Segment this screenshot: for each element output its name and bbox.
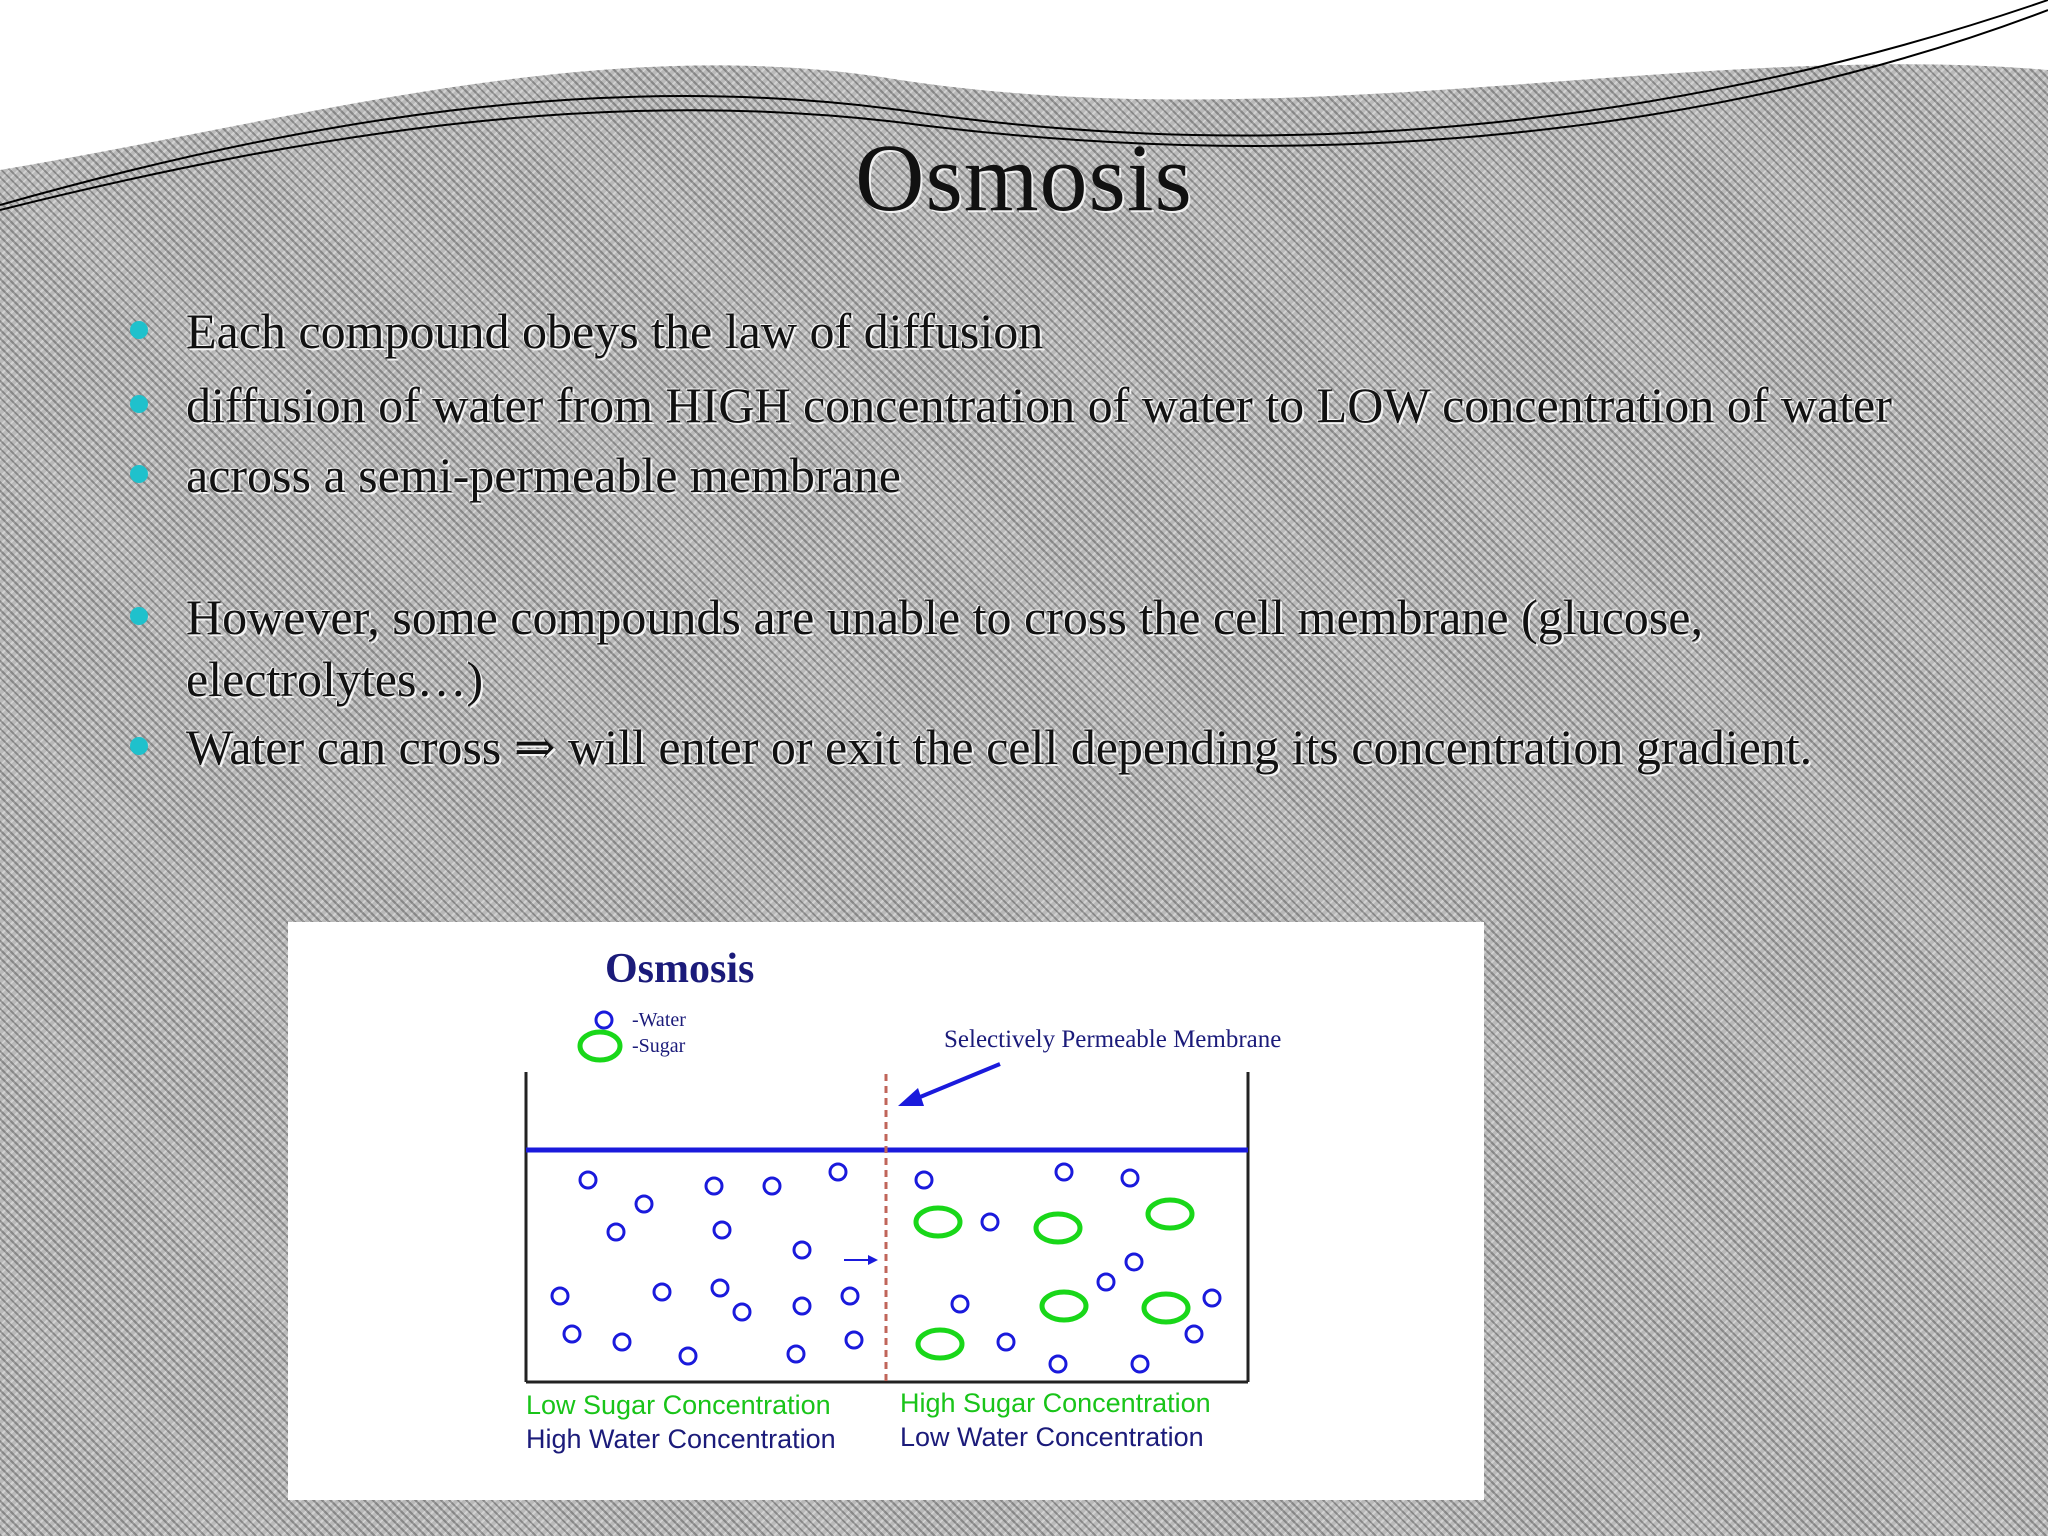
water-molecule-icon: [1202, 1288, 1222, 1308]
legend-water-icon: [594, 1010, 614, 1030]
water-molecule-icon: [792, 1296, 812, 1316]
bullet-item: Each compound obeys the law of diffusion: [130, 300, 1960, 362]
wave-line-1: [0, 0, 2048, 206]
water-molecule-icon: [652, 1282, 672, 1302]
bullet-item: diffusion of water from HIGH concentrati…: [130, 374, 1960, 436]
membrane-arrowhead: [898, 1088, 924, 1106]
water-molecule-icon: [634, 1194, 654, 1214]
membrane-arrow: [907, 1062, 1001, 1104]
water-molecule-icon: [1048, 1354, 1068, 1374]
water-molecule-icon: [840, 1286, 860, 1306]
membrane-label: Selectively Permeable Membrane: [944, 1026, 1281, 1053]
diagram-title: Osmosis: [605, 946, 754, 992]
water-molecule-icon: [704, 1176, 724, 1196]
water-molecule-icon: [1124, 1252, 1144, 1272]
sugar-molecule-icon: [1033, 1211, 1083, 1245]
sugar-molecule-icon: [913, 1205, 963, 1239]
water-molecule-icon: [612, 1332, 632, 1352]
water-molecule-icon: [844, 1330, 864, 1350]
bullet-text: Each compound obeys the law of diffusion: [186, 303, 1044, 359]
bullet-text: across a semi-permeable membrane: [186, 447, 901, 503]
water-molecule-icon: [1096, 1272, 1116, 1292]
water-molecule-icon: [578, 1170, 598, 1190]
legend-sugar-icon: [577, 1029, 623, 1063]
water-molecule-icon: [606, 1222, 626, 1242]
bullet-list: Each compound obeys the law of diffusion…: [130, 300, 1960, 778]
bullet-dot-icon: [130, 321, 148, 339]
water-molecule-icon: [828, 1162, 848, 1182]
sugar-molecule-icon: [1141, 1291, 1191, 1325]
bullet-text: diffusion of water from HIGH concentrati…: [186, 377, 1892, 433]
bullet-dot-icon: [130, 737, 148, 755]
water-molecule-icon: [786, 1344, 806, 1364]
sugar-molecule-icon: [1145, 1197, 1195, 1231]
water-molecule-icon: [1130, 1354, 1150, 1374]
water-molecule-icon: [562, 1324, 582, 1344]
bullet-item: Water can cross ⇒ will enter or exit the…: [130, 716, 1960, 778]
bullet-item: However, some compounds are unable to cr…: [130, 586, 1960, 710]
bullet-dot-icon: [130, 607, 148, 625]
left-label-top: Low Sugar Concentration: [526, 1390, 831, 1420]
water-molecule-icon: [762, 1176, 782, 1196]
sugar-molecules: [913, 1197, 1195, 1361]
left-label-bottom: High Water Concentration: [526, 1424, 836, 1454]
wave-line-2: [0, 9, 2048, 211]
water-molecule-icon: [996, 1332, 1016, 1352]
water-molecule-icon: [792, 1240, 812, 1260]
sugar-molecule-icon: [915, 1327, 965, 1361]
water-molecule-icon: [732, 1302, 752, 1322]
water-molecule-icon: [712, 1220, 732, 1240]
water-molecule-icon: [950, 1294, 970, 1314]
water-molecule-icon: [678, 1346, 698, 1366]
bullet-text: Water can cross ⇒ will enter or exit the…: [186, 719, 1813, 775]
water-molecule-icon: [1184, 1324, 1204, 1344]
water-molecule-icon: [710, 1278, 730, 1298]
slide-title: Osmosis: [855, 124, 1193, 231]
right-label-bottom: Low Water Concentration: [900, 1422, 1204, 1452]
water-molecule-icon: [1120, 1168, 1140, 1188]
white-wave-band: [0, 0, 2048, 170]
water-molecule-icon: [980, 1212, 1000, 1232]
water-molecule-icon: [550, 1286, 570, 1306]
bullet-item: across a semi-permeable membrane: [130, 444, 1960, 506]
flow-arrowhead: [868, 1255, 878, 1265]
bullet-dot-icon: [130, 395, 148, 413]
osmosis-diagram: Osmosis -Water -Sugar Selectively Permea…: [288, 922, 1484, 1500]
legend-sugar-label: -Sugar: [632, 1035, 686, 1057]
water-molecule-icon: [914, 1170, 934, 1190]
bullet-dot-icon: [130, 465, 148, 483]
sugar-molecule-icon: [1039, 1289, 1089, 1323]
bullet-text: However, some compounds are unable to cr…: [186, 589, 1703, 707]
water-molecules: [550, 1162, 1222, 1374]
right-label-top: High Sugar Concentration: [900, 1388, 1211, 1418]
water-molecule-icon: [1054, 1162, 1074, 1182]
legend-water-label: -Water: [632, 1009, 686, 1031]
